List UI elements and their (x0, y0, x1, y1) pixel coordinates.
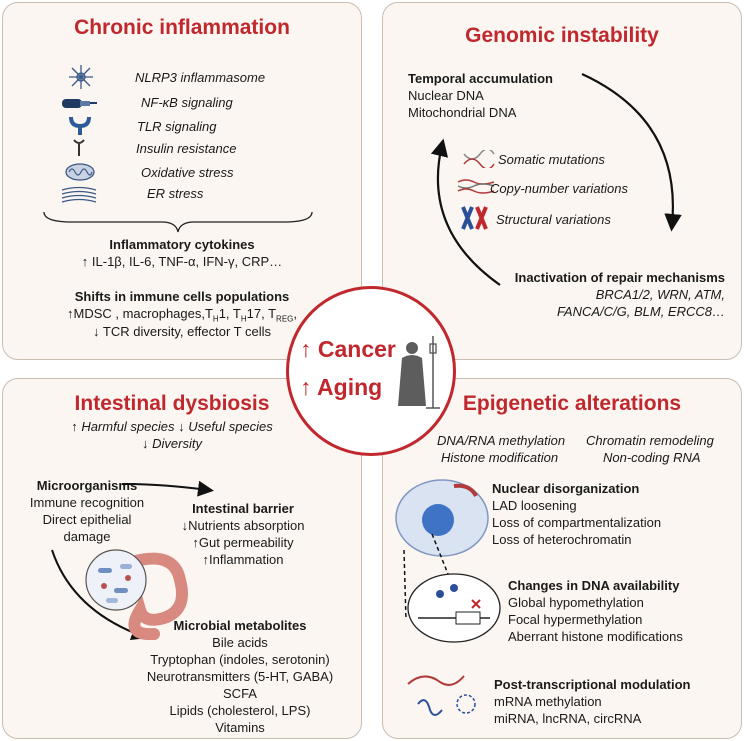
species-line2: ↓ Diversity (142, 436, 202, 451)
barrier-item: ↓Nutrients absorption (181, 518, 305, 533)
inflammation-item: NLRP3 inflammasome (135, 70, 266, 85)
repair-line1: BRCA1/2, WRN, ATM, (595, 287, 725, 302)
metabolite-item: Lipids (cholesterol, LPS) (169, 703, 311, 718)
metabolite-item: Vitamins (215, 720, 265, 735)
microorganisms-item: Immune recognition (29, 495, 145, 510)
species-line1: ↑ Harmful species ↓ Useful species (71, 419, 273, 434)
barrier-heading: Intestinal barrier (192, 501, 294, 516)
microorganisms-heading: Microorganisms (36, 478, 138, 493)
repair-heading: Inactivation of repair mechanisms (514, 270, 725, 285)
immune-shift-line1: ↑MDSC , macrophages,TH1, TH17, TREG, (66, 306, 298, 324)
inflammasome-icon (69, 65, 93, 89)
metabolites-heading: Microbial metabolites (173, 618, 307, 633)
up-arrow: ↑ (300, 374, 312, 400)
aging-label: ↑ Aging (300, 374, 383, 400)
nuclear-heading: Nuclear disorganization (492, 481, 640, 496)
temporal-heading: Temporal accumulation (408, 71, 553, 86)
curly-brace (43, 211, 313, 233)
cytokines-heading: Inflammatory cytokines (109, 237, 255, 252)
post-item: mRNA methylation (494, 694, 602, 709)
cycle-arrows (430, 73, 682, 286)
epi-mod: DNA/RNA methylation (437, 433, 566, 448)
barrier-item: ↑Gut permeability (192, 535, 294, 550)
dna-heading: Changes in DNA availability (508, 578, 680, 593)
variation-item: Copy-number variations (490, 181, 629, 196)
post-heading: Post-transcriptional modulation (494, 677, 691, 692)
zoom-lines (403, 533, 449, 621)
dna-copy-icon (457, 179, 495, 194)
dna-item: Focal hypermethylation (508, 612, 643, 627)
temporal-item: Nuclear DNA (408, 88, 484, 103)
insulin-receptor-icon (73, 139, 85, 156)
immune-heading: Shifts in immune cells populations (74, 289, 290, 304)
microorganisms-item: damage (63, 529, 111, 544)
immune-shift-line2: ↓ TCR diversity, effector T cells (93, 324, 271, 339)
cytokines-list: ↑ IL-1β, IL-6, TNF-α, IFN-γ, CRP… (81, 254, 283, 269)
panel-title: Intestinal dysbiosis (74, 392, 270, 415)
gut-microbiome-icon (85, 549, 188, 640)
dna-mutation-icon (463, 150, 495, 168)
repair-line2: FANCA/C/G, BLM, ERCC8… (556, 304, 725, 319)
nuclear-item: LAD loosening (492, 498, 577, 513)
inflammation-item: Insulin resistance (136, 141, 237, 156)
inflammation-item: TLR signaling (137, 119, 217, 134)
dysbiosis-arrows (51, 480, 214, 641)
panel-title: Genomic instability (465, 24, 659, 47)
nuclear-item: Loss of compartmentalization (492, 515, 662, 530)
metabolite-item: Tryptophan (indoles, serotonin) (150, 652, 330, 667)
inflammation-item: Oxidative stress (141, 165, 234, 180)
rna-icon (407, 675, 476, 716)
epi-mod: Chromatin remodeling (586, 433, 714, 448)
er-icon (61, 186, 97, 203)
panel-title: Epigenetic alterations (462, 392, 682, 415)
microorganisms-item: Direct epithelial (42, 512, 132, 527)
chronic-inflammation-panel (2, 2, 362, 360)
mitochondrion-icon (65, 163, 95, 181)
metabolite-item: SCFA (223, 686, 257, 701)
epigenetic-alterations-panel (382, 378, 742, 739)
temporal-item: Mitochondrial DNA (408, 105, 517, 120)
up-arrow: ↑ (300, 336, 312, 362)
post-item: miRNA, lncRNA, circRNA (494, 711, 642, 726)
nfkb-icon (62, 99, 97, 108)
dna-item: Global hypomethylation (508, 595, 644, 610)
nucleus-icon (395, 479, 489, 557)
inflammation-item: ER stress (147, 186, 204, 201)
nuclear-item: Loss of heterochromatin (492, 532, 632, 547)
variation-item: Structural variations (496, 212, 611, 227)
epi-mod: Histone modification (441, 450, 559, 465)
metabolite-item: Neurotransmitters (5-HT, GABA) (146, 669, 334, 684)
inflammation-item: NF-κB signaling (141, 95, 233, 110)
center-circle (286, 286, 456, 456)
variation-item: Somatic mutations (498, 152, 605, 167)
chromatin-zoom-icon (407, 573, 501, 643)
epi-mod: Non-coding RNA (603, 450, 701, 465)
tlr-icon (69, 116, 91, 135)
genomic-instability-panel (382, 2, 742, 360)
intestinal-dysbiosis-panel (2, 378, 362, 739)
chromosome-icon (461, 206, 488, 230)
barrier-item: ↑Inflammation (202, 552, 284, 567)
cancer-label: ↑ Cancer (300, 336, 396, 362)
dna-item: Aberrant histone modifications (508, 629, 683, 644)
panel-title: Chronic inflammation (74, 16, 290, 39)
elderly-patient-icon (398, 336, 440, 409)
metabolite-item: Bile acids (212, 635, 268, 650)
